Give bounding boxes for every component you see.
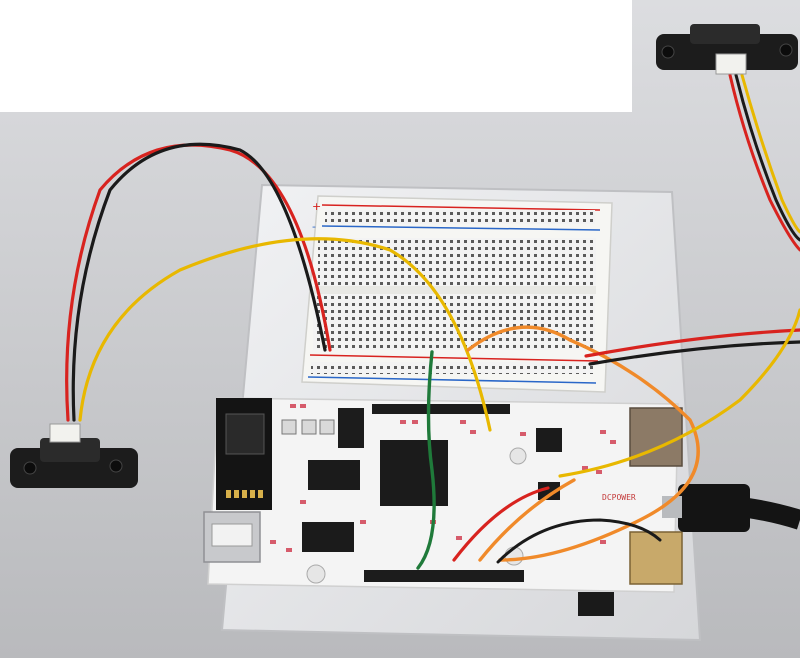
wire-green xyxy=(416,350,436,570)
wire-black-right xyxy=(588,340,800,366)
power-cable xyxy=(662,484,800,532)
wire-yellow-right xyxy=(558,308,800,478)
wire-red-right xyxy=(584,328,800,358)
sensor-left-lens-2 xyxy=(109,459,123,473)
sensor-right-lens-1 xyxy=(661,45,675,59)
wire-red-left xyxy=(65,143,332,422)
wire-black-left xyxy=(71,142,327,422)
mounting-standoff-1 xyxy=(306,564,326,584)
ethernet-chip xyxy=(536,428,562,452)
breadboard-rail-bottom xyxy=(311,362,593,374)
wires xyxy=(65,73,800,570)
wire-black-board xyxy=(496,518,662,564)
mounting-standoff-3 xyxy=(509,447,527,465)
breadboard-center-channel xyxy=(314,286,596,294)
main-board: DCPOWER xyxy=(203,397,683,616)
board-button-2 xyxy=(301,419,317,435)
sensor-left-lens-1 xyxy=(23,461,37,475)
sensor-left-connector xyxy=(49,423,81,443)
ir-sensor-right xyxy=(656,24,798,75)
board-button-3 xyxy=(319,419,335,435)
breadboard-rail-top xyxy=(325,210,595,224)
white-top-area xyxy=(0,0,632,112)
wire-yellow-left xyxy=(78,237,492,432)
hdmi-port xyxy=(629,531,683,585)
sd-card xyxy=(578,592,614,616)
header-top xyxy=(372,404,510,414)
wire-top-right-bundle-yellow xyxy=(740,73,800,234)
cpu-chip xyxy=(380,440,448,506)
ram-chip-2 xyxy=(302,522,354,552)
sensor-right-lens-2 xyxy=(779,43,793,57)
wire-orange-2 xyxy=(478,478,576,562)
header-bottom xyxy=(364,570,524,582)
dcpower-label: DCPOWER xyxy=(602,493,636,502)
wifi-module-pins xyxy=(226,490,263,498)
breadboard-holes-upper xyxy=(318,238,596,286)
wire-top-right-bundle-black xyxy=(734,73,800,242)
wire-top-right-bundle-red xyxy=(728,73,800,252)
header-left xyxy=(338,408,364,448)
wire-red-board xyxy=(452,486,550,562)
wire-orange-1 xyxy=(466,325,700,562)
sensor-right-connector xyxy=(715,53,747,75)
ram-chip-1 xyxy=(308,460,360,490)
board-button-1 xyxy=(281,419,297,435)
ir-sensor-left xyxy=(10,423,138,488)
breadboard: + - xyxy=(301,195,613,393)
breadboard-minus-label: - xyxy=(312,220,316,233)
small-chip xyxy=(538,482,560,500)
breadboard-plus-label: + xyxy=(312,200,321,213)
